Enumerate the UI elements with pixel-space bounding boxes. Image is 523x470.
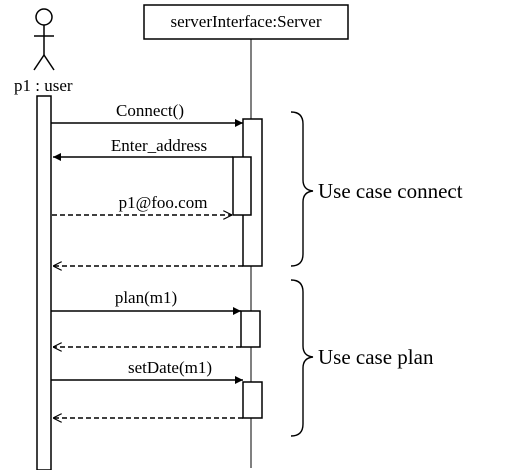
actor-right-leg xyxy=(43,54,55,71)
server-label: serverInterface:Server xyxy=(170,12,321,31)
message-connect-label: Connect() xyxy=(116,101,184,120)
actor-label: p1 : user xyxy=(14,76,73,95)
server-header-box xyxy=(143,4,349,40)
actor-activation-bar xyxy=(36,95,52,470)
actor-figure xyxy=(33,8,55,71)
use-case-connect-brace xyxy=(290,111,314,267)
server-activation-plan xyxy=(240,310,261,348)
server-activation-setdate xyxy=(242,381,263,419)
message-setdate-label: setDate(m1) xyxy=(128,358,212,377)
message-enter-address-label: Enter_address xyxy=(111,136,207,155)
use-case-connect-label: Use case connect xyxy=(318,179,463,203)
message-email-label: p1@foo.com xyxy=(119,193,208,212)
actor-head xyxy=(35,8,53,26)
actor-left-leg xyxy=(33,54,45,71)
use-case-plan-brace xyxy=(290,279,314,437)
server-activation-enter-address xyxy=(232,156,252,216)
use-case-plan-label: Use case plan xyxy=(318,345,434,369)
message-plan-label: plan(m1) xyxy=(115,288,177,307)
